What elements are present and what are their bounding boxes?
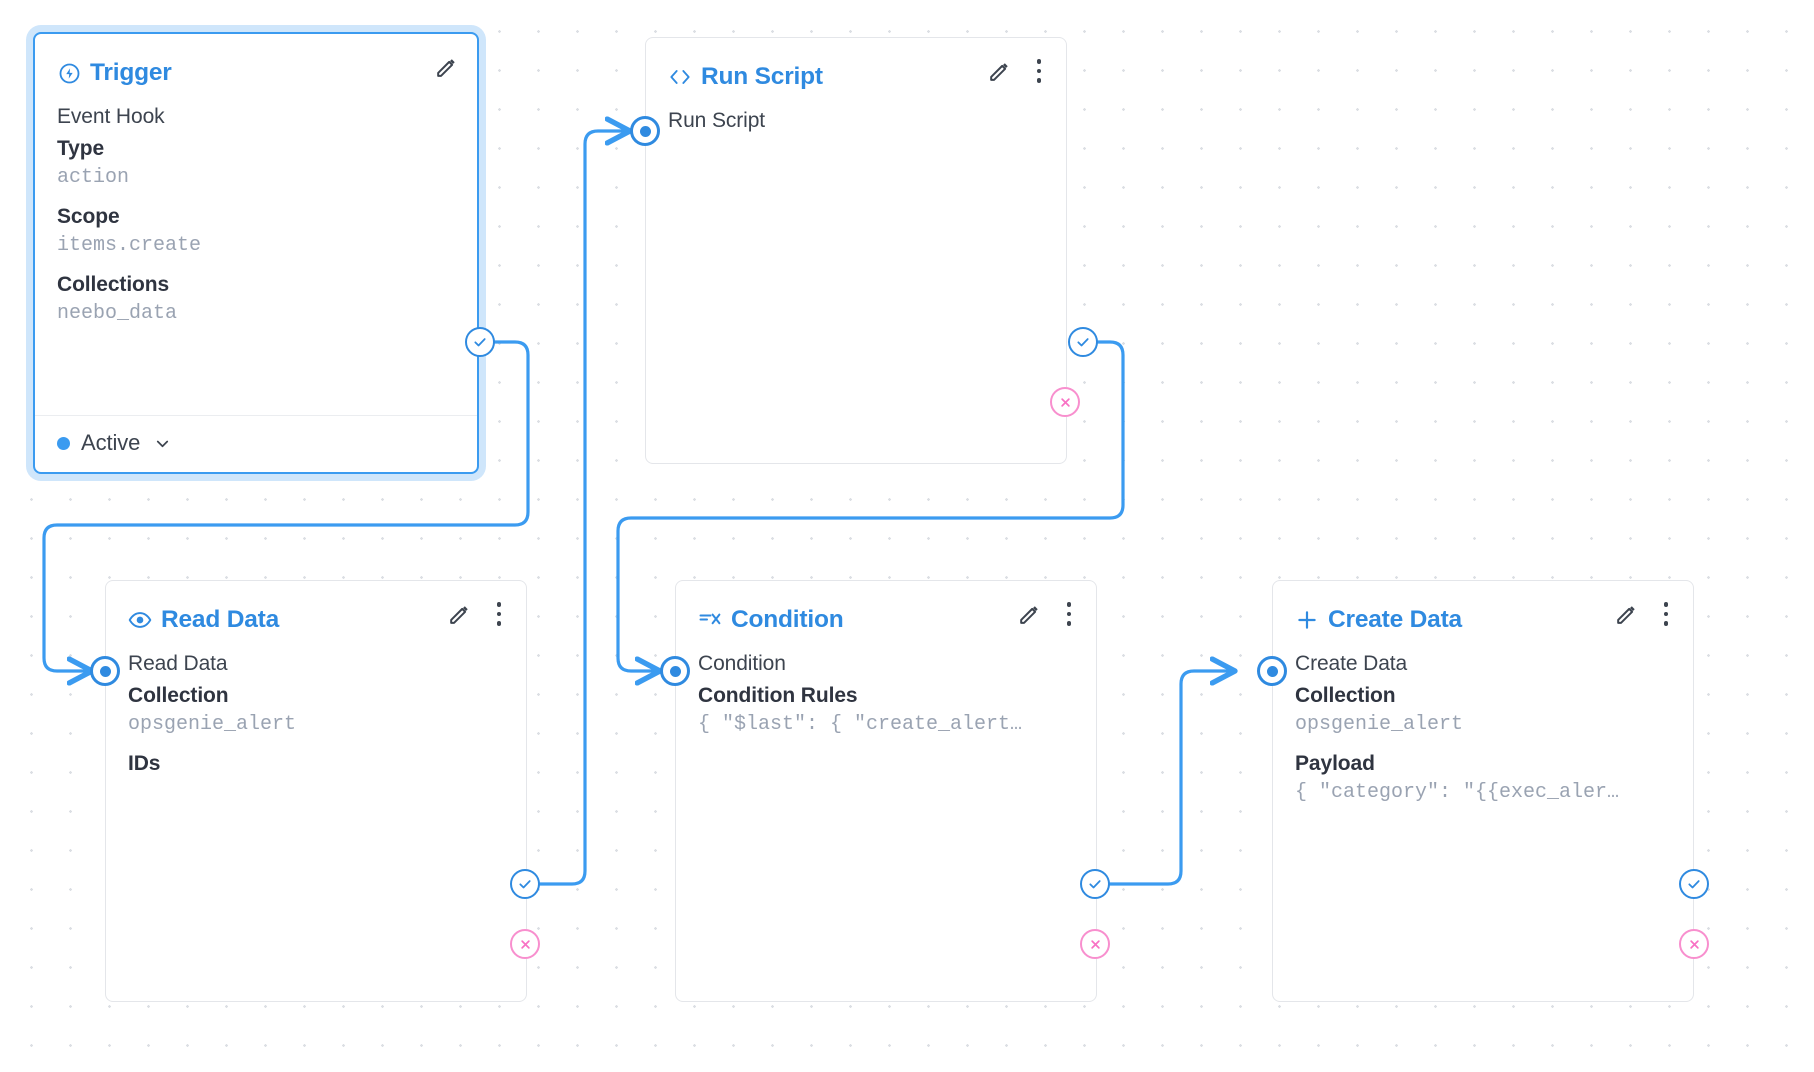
node-read-data[interactable]: Read Data Read Data Collection opsgenie_… (105, 580, 527, 1002)
node-body: Run Script (646, 94, 1066, 136)
node-subtitle: Condition (698, 652, 786, 675)
node-header: Run Script (646, 38, 1066, 94)
node-body: Event Hook Type action Scope items.creat… (35, 90, 477, 328)
port-input-create-data[interactable] (1257, 656, 1287, 686)
port-reject-read-data[interactable] (510, 929, 540, 959)
node-subtitle: Read Data (128, 652, 228, 675)
wire-read-data-to-run-script (538, 131, 630, 886)
node-header-actions[interactable] (444, 599, 510, 629)
kebab-menu-icon[interactable] (1028, 56, 1050, 86)
node-header-actions[interactable] (431, 52, 461, 82)
port-input-condition[interactable] (660, 656, 690, 686)
node-subtitle: Run Script (668, 109, 766, 132)
field-value: opsgenie_alert (128, 712, 297, 736)
node-header: Condition (676, 581, 1096, 637)
field-value: { "$last": { "create_alert… (698, 712, 1023, 736)
node-subtitle: Create Data (1295, 652, 1408, 675)
field-key: Collection (1295, 683, 1396, 707)
node-title-text: Trigger (90, 58, 172, 86)
eye-icon (128, 608, 152, 632)
pencil-icon[interactable] (431, 52, 461, 82)
node-title-text: Run Script (701, 62, 823, 90)
node-condition[interactable]: Condition Condition Condition Rules { "$… (675, 580, 1097, 1002)
field-key: Condition Rules (698, 683, 858, 707)
kebab-menu-icon[interactable] (1655, 599, 1677, 629)
pencil-icon[interactable] (1611, 599, 1641, 629)
node-header-actions[interactable] (984, 56, 1050, 86)
node-body: Read Data Collection opsgenie_alert IDs (106, 637, 526, 779)
port-resolve-run-script[interactable] (1068, 327, 1098, 357)
chevron-down-icon[interactable] (153, 434, 172, 453)
code-brackets-icon (668, 65, 692, 89)
field-key: IDs (128, 752, 161, 776)
plus-icon (1295, 608, 1319, 632)
field-key: Collection (128, 683, 229, 707)
node-header: Trigger (35, 34, 477, 90)
field-key: Payload (1295, 752, 1375, 776)
node-title-text: Condition (731, 605, 844, 633)
node-subtitle: Event Hook (57, 105, 165, 128)
node-title: Trigger (57, 58, 172, 86)
node-body: Condition Condition Rules { "$last": { "… (676, 637, 1096, 739)
field-value: action (57, 165, 130, 189)
field-value: neebo_data (57, 302, 178, 326)
field-value: items.create (57, 233, 202, 257)
field-key: Scope (57, 205, 120, 229)
node-header-actions[interactable] (1611, 599, 1677, 629)
kebab-menu-icon[interactable] (1058, 599, 1080, 629)
status-label: Active (81, 430, 141, 455)
port-reject-create-data[interactable] (1679, 929, 1709, 959)
node-title: Read Data (128, 605, 280, 633)
node-create-data[interactable]: Create Data Create Data Collection opsge… (1272, 580, 1694, 1002)
status-dot-icon (57, 436, 70, 450)
status-dropdown[interactable]: Active (57, 430, 172, 456)
node-title: Run Script (668, 62, 823, 90)
port-input-run-script[interactable] (630, 116, 660, 146)
bolt-circle-icon (57, 61, 81, 85)
condition-branch-icon (698, 608, 722, 632)
node-title-text: Create Data (1328, 605, 1462, 633)
node-trigger[interactable]: Trigger Event Hook Type action Scope ite… (33, 32, 479, 474)
port-reject-run-script[interactable] (1050, 387, 1080, 417)
port-resolve-read-data[interactable] (510, 869, 540, 899)
field-value: { "category": "{{exec_aler… (1295, 780, 1620, 804)
wire-condition-to-create-data (1108, 671, 1235, 886)
kebab-menu-icon[interactable] (488, 599, 510, 629)
pencil-icon[interactable] (984, 56, 1014, 86)
node-title: Create Data (1295, 605, 1462, 633)
pencil-icon[interactable] (1014, 599, 1044, 629)
node-header-actions[interactable] (1014, 599, 1080, 629)
node-title: Condition (698, 605, 844, 633)
port-resolve-condition[interactable] (1080, 869, 1110, 899)
field-key: Type (57, 136, 105, 160)
pencil-icon[interactable] (444, 599, 474, 629)
port-resolve-trigger[interactable] (465, 327, 495, 357)
node-run-script[interactable]: Run Script Run Script (645, 37, 1067, 464)
node-footer: Active (35, 415, 477, 472)
port-reject-condition[interactable] (1080, 929, 1110, 959)
node-header: Create Data (1273, 581, 1693, 637)
port-resolve-create-data[interactable] (1679, 869, 1709, 899)
node-body: Create Data Collection opsgenie_alert Pa… (1273, 637, 1693, 807)
port-input-read-data[interactable] (90, 656, 120, 686)
field-key: Collections (57, 273, 170, 297)
node-header: Read Data (106, 581, 526, 637)
field-value: opsgenie_alert (1295, 712, 1464, 736)
node-title-text: Read Data (161, 605, 280, 633)
